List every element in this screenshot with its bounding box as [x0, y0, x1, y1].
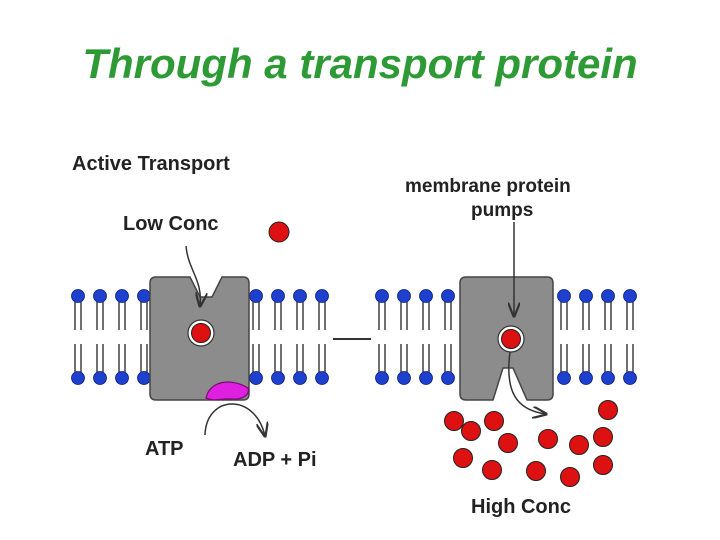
solute-molecule: [482, 460, 502, 480]
phospholipid-head: [315, 371, 329, 385]
solute-molecule: [501, 329, 521, 349]
exit-arrow: [508, 351, 546, 414]
phospholipid-head: [579, 371, 593, 385]
phospholipid-head: [375, 289, 389, 303]
pump-label-line1: membrane protein: [405, 176, 571, 197]
phospholipid-head: [315, 289, 329, 303]
right-membrane: [375, 289, 637, 385]
solute-molecule: [598, 400, 618, 420]
phospholipid-head: [419, 371, 433, 385]
phospholipid-head: [93, 289, 107, 303]
solute-molecule: [526, 461, 546, 481]
phospholipid-head: [375, 371, 389, 385]
phospholipid-head: [93, 371, 107, 385]
phospholipid-head: [137, 289, 151, 303]
atp-hydrolysis-arrow: [204, 403, 265, 436]
solute-molecule: [498, 433, 518, 453]
high-conc-label: High Conc: [471, 496, 571, 518]
pump-label-line2: pumps: [471, 200, 533, 221]
phospholipid-head: [115, 289, 129, 303]
phospholipid-head: [293, 371, 307, 385]
slide-title: Through a transport protein: [82, 40, 638, 87]
phospholipid-head: [419, 289, 433, 303]
solute-molecule: [484, 411, 504, 431]
phospholipid-head: [441, 371, 455, 385]
phospholipid-head: [579, 289, 593, 303]
atp-molecule: [205, 381, 249, 401]
phospholipid-head: [623, 289, 637, 303]
solute-molecule: [191, 323, 211, 343]
low-conc-label: Low Conc: [123, 213, 219, 235]
phospholipid-head: [397, 289, 411, 303]
solute-molecule: [444, 411, 464, 431]
phospholipid-head: [441, 289, 455, 303]
phospholipid-head: [601, 289, 615, 303]
solute-molecule: [538, 429, 558, 449]
solute-molecule: [593, 427, 613, 447]
phospholipid-head: [71, 289, 85, 303]
phospholipid-head: [271, 289, 285, 303]
phospholipid-head: [397, 371, 411, 385]
solute-molecule: [593, 455, 613, 475]
active-transport-heading: Active Transport: [72, 153, 230, 175]
solute-molecule: [569, 435, 589, 455]
phospholipid-head: [271, 371, 285, 385]
phospholipid-head: [137, 371, 151, 385]
high-conc-solutes: [444, 400, 618, 487]
phospholipid-head: [249, 371, 263, 385]
phospholipid-head: [115, 371, 129, 385]
adp-pi-label: ADP + Pi: [233, 449, 317, 471]
solute-molecule: [560, 467, 580, 487]
phospholipid-head: [249, 289, 263, 303]
phospholipid-head: [623, 371, 637, 385]
solute-molecule: [461, 421, 481, 441]
phospholipid-head: [557, 371, 571, 385]
solute-molecule: [268, 221, 290, 243]
phospholipid-head: [71, 371, 85, 385]
phospholipid-head: [557, 289, 571, 303]
atp-label: ATP: [145, 438, 184, 460]
phospholipid-head: [293, 289, 307, 303]
phospholipid-head: [601, 371, 615, 385]
solute-molecule: [453, 448, 473, 468]
entry-arrow: [185, 245, 200, 306]
left-membrane: [71, 289, 329, 385]
